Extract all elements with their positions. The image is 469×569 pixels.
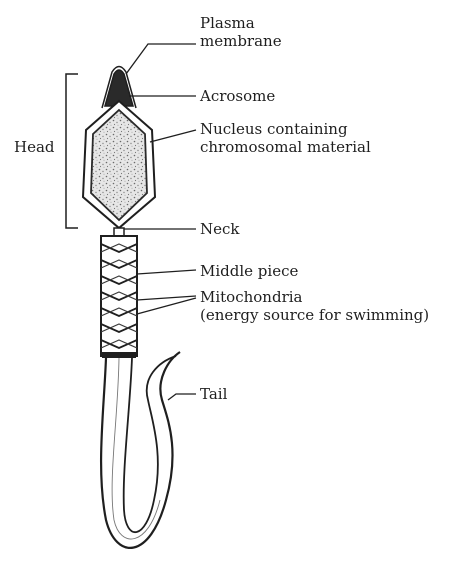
label-plasma-membrane-line2: membrane — [200, 32, 282, 50]
head-bracket — [66, 74, 78, 228]
middle-piece — [101, 236, 137, 356]
mitochondria-leader-1 — [137, 296, 196, 300]
label-nucleus: Nucleus containing chromosomal material — [200, 120, 371, 156]
tail — [101, 352, 180, 548]
tail-leader — [168, 394, 196, 400]
label-mitochondria-line2: (energy source for swimming) — [200, 306, 429, 324]
middle-piece-leader — [137, 270, 196, 274]
label-plasma-membrane: Plasma membrane — [200, 14, 282, 50]
mitochondria-leader-2 — [137, 298, 196, 314]
plasma-membrane-leader — [126, 44, 196, 74]
label-plasma-membrane-line1: Plasma — [200, 14, 282, 32]
label-mitochondria: Mitochondria (energy source for swimming… — [200, 288, 429, 324]
neck — [114, 228, 124, 236]
label-nucleus-line2: chromosomal material — [200, 138, 371, 156]
nucleus-leader — [150, 130, 196, 142]
label-middle-piece: Middle piece — [200, 262, 298, 280]
label-nucleus-line1: Nucleus containing — [200, 120, 371, 138]
label-neck: Neck — [200, 220, 240, 238]
label-mitochondria-line1: Mitochondria — [200, 288, 429, 306]
label-acrosome: Acrosome — [200, 87, 275, 105]
label-tail: Tail — [200, 385, 227, 403]
label-head: Head — [14, 138, 55, 156]
